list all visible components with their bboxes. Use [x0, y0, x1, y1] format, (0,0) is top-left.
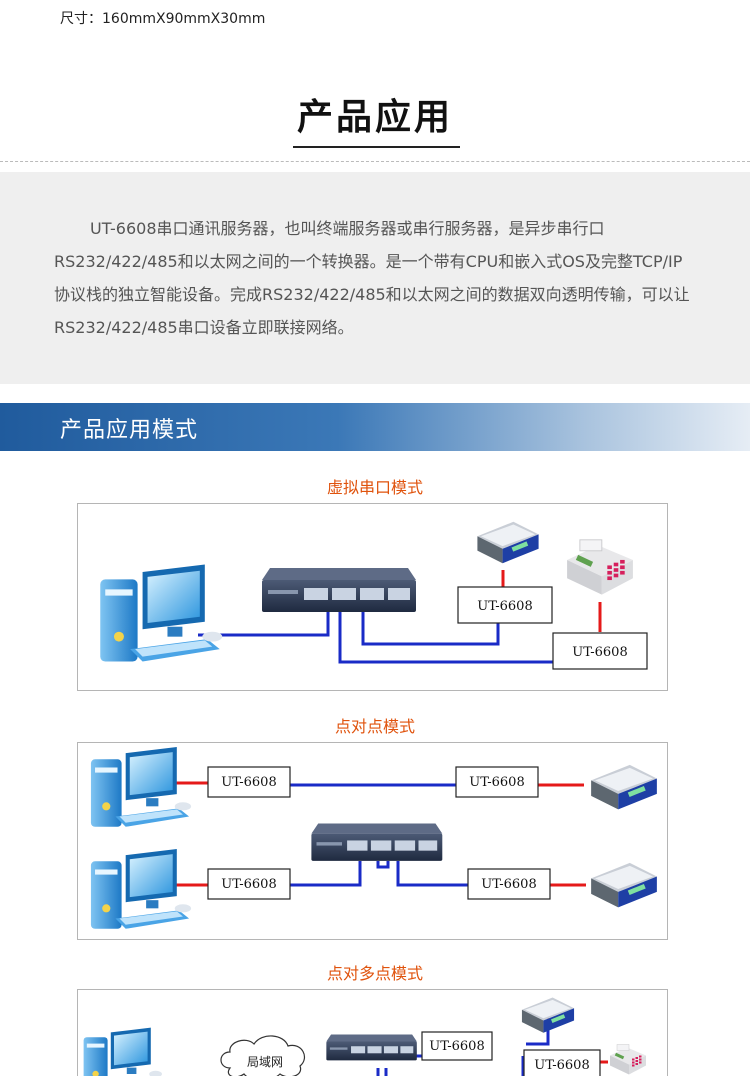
ut6608-node [467, 868, 551, 900]
ut6608-node [523, 1049, 601, 1076]
ut6608-label: UT-6608 [469, 775, 524, 790]
ut6608-label: UT-6608 [534, 1058, 589, 1073]
network-switch-icon [262, 568, 416, 612]
desktop-computer-icon [90, 849, 192, 929]
diagram-virtual-serial: UT-6608 UT-6608 [77, 503, 668, 691]
intro-box: UT-6608串口通讯服务器，也叫终端服务器或串行服务器，是异步串行口RS232… [0, 172, 750, 384]
weighing-scale-icon [477, 521, 539, 564]
ut6608-label: UT-6608 [221, 775, 276, 790]
dashed-divider [0, 161, 750, 162]
network-switch-icon [311, 823, 443, 861]
weighing-scale-icon [591, 764, 657, 810]
diagram-point-to-point: UT-6608 UT-6608 UT-6608 UT-6608 [77, 742, 668, 940]
ut6608-label: UT-6608 [429, 1039, 484, 1054]
ut6608-label: UT-6608 [477, 599, 532, 614]
mode-title-point-to-multipoint: 点对多点模式 [326, 964, 423, 983]
pos-terminal-icon [609, 1044, 647, 1075]
lan-cloud-label: 局域网 [247, 1055, 283, 1069]
ut6608-node [552, 632, 648, 670]
ut6608-node [457, 586, 553, 624]
weighing-scale-icon [591, 862, 657, 908]
ut6608-label: UT-6608 [221, 877, 276, 892]
title-underline [293, 146, 460, 148]
ut6608-label: UT-6608 [481, 877, 536, 892]
ut6608-node [207, 766, 291, 798]
desktop-computer-icon [90, 747, 192, 827]
mode-title-point-to-point: 点对点模式 [334, 717, 415, 736]
section-band-title: 产品应用模式 [60, 418, 199, 443]
ut6608-node [421, 1031, 493, 1061]
mode-title-virtual-serial: 虚拟串口模式 [326, 478, 423, 497]
intro-paragraph: UT-6608串口通讯服务器，也叫终端服务器或串行服务器，是异步串行口RS232… [54, 219, 690, 337]
weighing-scale-icon [521, 997, 575, 1033]
ut6608-node [207, 868, 291, 900]
desktop-computer-icon [83, 1027, 162, 1076]
pos-terminal-icon [566, 539, 634, 596]
desktop-computer-icon [100, 564, 223, 662]
page-title: 产品应用 [296, 97, 453, 138]
size-spec: 尺寸：160mmX90mmX30mm [60, 11, 266, 27]
diagram-point-to-multipoint: 局域网 UT-6608 UT-6608 [77, 989, 668, 1076]
network-switch-icon [326, 1034, 417, 1061]
ut6608-node [455, 766, 539, 798]
ut6608-label: UT-6608 [572, 645, 627, 660]
section-band: 产品应用模式 [0, 403, 750, 451]
